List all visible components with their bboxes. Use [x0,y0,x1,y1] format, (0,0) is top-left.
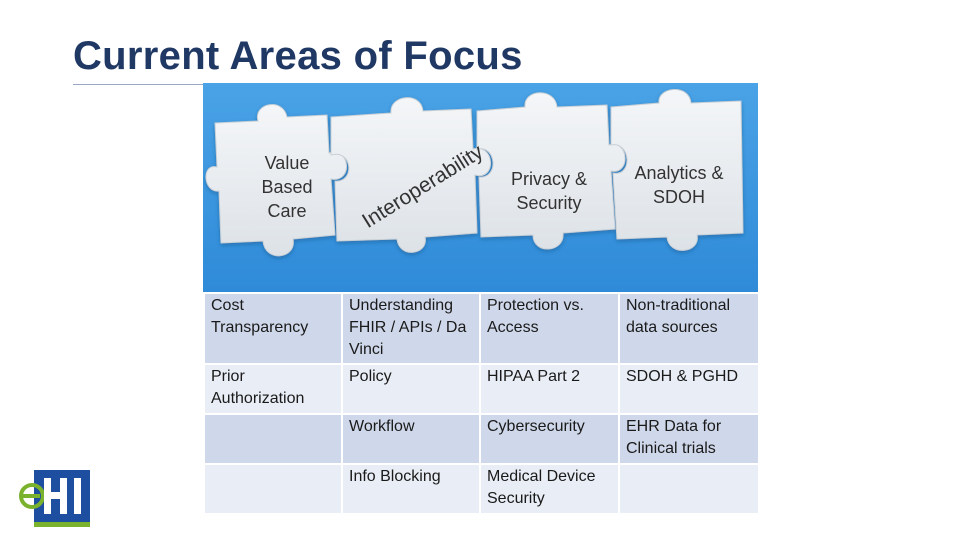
piece-label-value-based-care: Value Based Care [261,153,313,221]
table-cell: EHR Data for Clinical trials [618,413,760,465]
logo-green-strip [34,522,90,527]
table-cell: Understanding FHIR / APIs / Da Vinci [341,292,481,365]
table-cell [203,463,343,515]
piece-label-privacy-security: Privacy & Security [510,169,588,213]
table-cell: SDOH & PGHD [618,363,760,415]
table-cell: Medical Device Security [479,463,620,515]
ehi-logo [18,468,92,528]
table-cell: Cost Transparency [203,292,343,365]
table-cell: Workflow [341,413,481,465]
puzzle-piece-3 [476,92,626,250]
puzzle-piece-1 [205,104,347,257]
table-row: Cost Transparency Understanding FHIR / A… [203,292,760,365]
logo-e-bar [22,494,40,498]
table-cell: Policy [341,363,481,415]
focus-table: Cost Transparency Understanding FHIR / A… [203,292,760,515]
logo-e-ring [19,483,45,509]
puzzle-image: Value Based Care Interoperability Privac… [203,83,758,292]
table-cell [618,463,760,515]
table-row: Prior Authorization Policy HIPAA Part 2 … [203,363,760,415]
table-cell: Cybersecurity [479,413,620,465]
table-row: Workflow Cybersecurity EHR Data for Clin… [203,413,760,465]
table-row: Info Blocking Medical Device Security [203,463,760,515]
table-cell: Protection vs. Access [479,292,620,365]
piece-label-analytics-sdoh: Analytics & SDOH [634,163,724,207]
puzzle-pieces-graphic [205,89,744,257]
table-cell: Info Blocking [341,463,481,515]
puzzle-piece-4 [610,89,744,251]
table-cell [203,413,343,465]
table-cell: HIPAA Part 2 [479,363,620,415]
puzzle-piece-2 [330,97,491,253]
ehi-logo-mark [19,470,90,527]
table-cell: Non-traditional data sources [618,292,760,365]
slide-title: Current Areas of Focus [73,34,523,78]
table-cell: Prior Authorization [203,363,343,415]
